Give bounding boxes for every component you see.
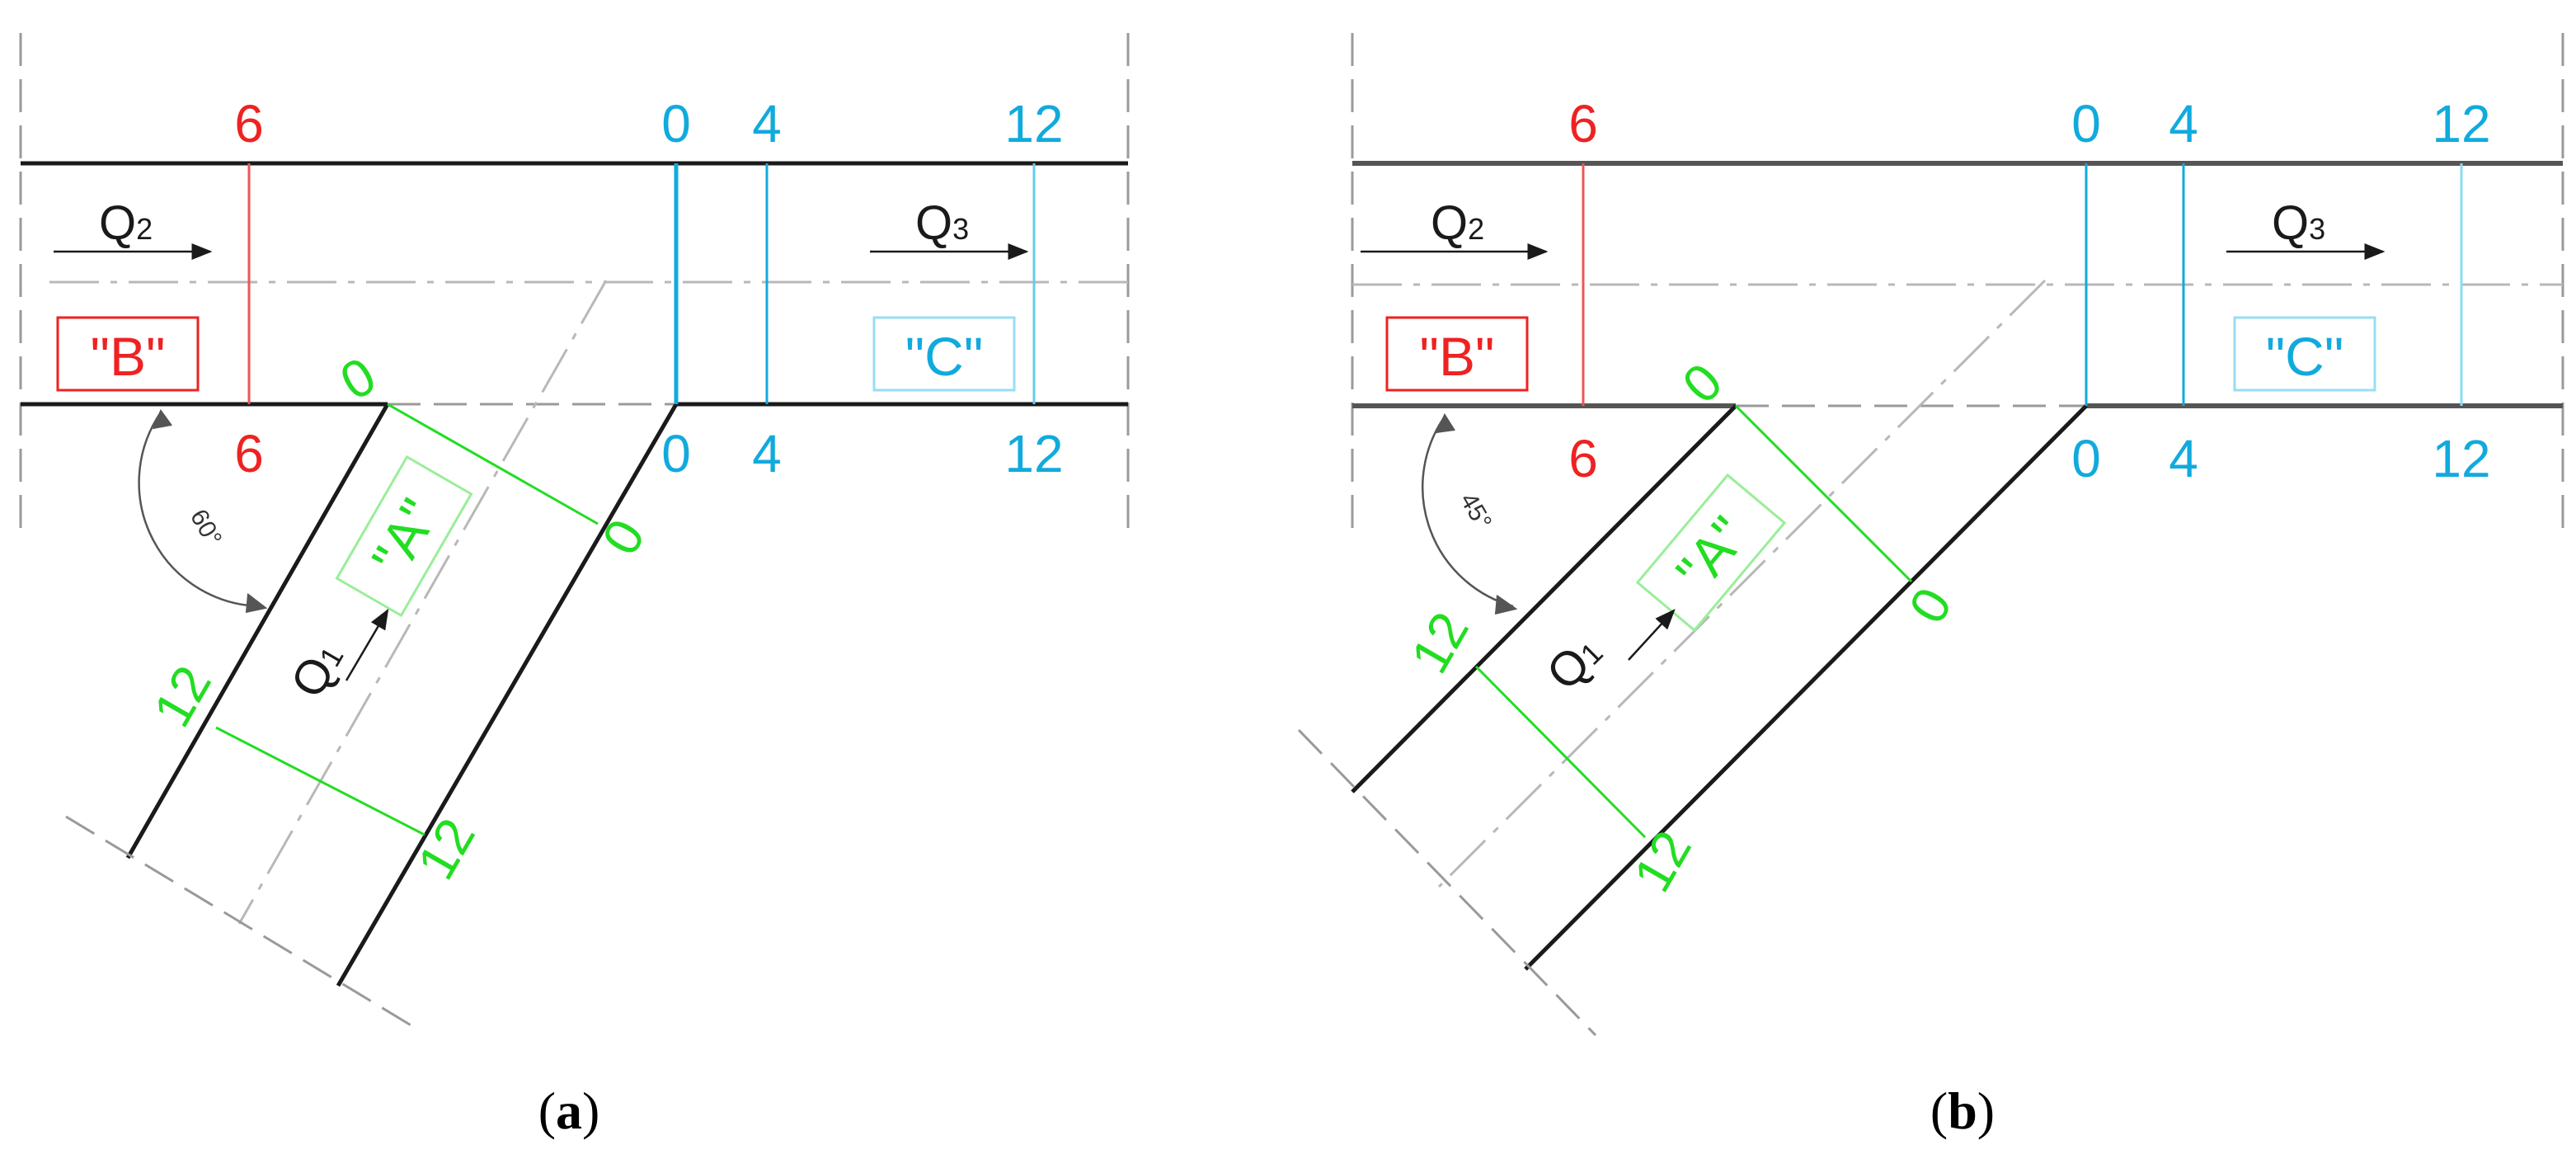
panel-a-label-B: "B" [91, 326, 166, 387]
panel-b-branch-centerline [1437, 279, 2047, 888]
panel-b-angle-label: 45° [1455, 488, 1497, 535]
panel-b-label-A-box [1635, 473, 1787, 633]
panel-a-label-C-box [872, 316, 1016, 392]
panel-a-flow-Q2-label: Q2 [99, 196, 153, 250]
panel-b-label-C-box [2233, 316, 2376, 392]
panel-b-section-6-bottom-label: 6 [1568, 429, 1598, 488]
panel-a-branch-section-0-end-label: 0 [590, 510, 656, 565]
panel-a-flow-Q1-arrow [345, 608, 389, 681]
panel-a-branch-section-12-start-label: 12 [142, 656, 223, 737]
panel-b-branch-section-12-line [1474, 665, 1647, 839]
panel-a-section-6-bottom-label: 6 [234, 424, 264, 483]
panel-b-angle-arrow-top [1436, 412, 1455, 434]
panel-b-branch-section-0-line [1734, 404, 1913, 583]
panel-a-label-A-group: "A" [335, 455, 473, 618]
panel-b-flow-Q1-label: Q1 [1536, 624, 1612, 700]
panel-b-branch-upstream-wall [1351, 404, 1737, 794]
panel-b-angle-arrow-bottom [1494, 595, 1518, 615]
panel-b-section-4-top-label: 4 [2169, 94, 2198, 153]
panel-a-branch-upstream-wall [125, 403, 390, 860]
panel-a-branch-section-0-start-label: 0 [331, 346, 386, 412]
panel-b-section-4-bottom-label: 4 [2169, 429, 2198, 488]
panel-b-flow-Q3-label: Q3 [2272, 196, 2325, 250]
panel-a-label-A-box [335, 455, 473, 618]
panel-a-section-6-top-label: 6 [234, 94, 264, 153]
panel-a-branch-section-12-end-label: 12 [406, 808, 487, 889]
panel-b-section-12-top-label: 12 [2432, 94, 2490, 153]
panel-a-label-A: "A" [360, 489, 450, 585]
panel-a-flow-Q1-label: Q1 [280, 634, 354, 707]
panel-b-angle-arc [1422, 416, 1514, 608]
panel-a-angle-arc [138, 412, 265, 608]
panel-a-angle-label: 60° [185, 505, 227, 551]
panel-a-angle-arrow-bottom [245, 593, 268, 613]
panel-b-branch-section-0-end-label: 0 [1897, 578, 1963, 634]
panel-a-section-4-bottom-label: 4 [752, 424, 782, 483]
panel-a-label-B-box [56, 316, 200, 392]
panel-b-branch-downstream-wall [1524, 404, 2088, 971]
panel-b-flow-Q1-arrow [1628, 609, 1676, 661]
panel-a-section-12-bottom-label: 12 [1004, 424, 1063, 483]
panel-b: 45° 6 6 0 4 12 0 4 12 0 0 12 12 "B" "C" … [1297, 33, 2564, 1140]
panel-a-section-0-top-label: 0 [661, 94, 691, 153]
panel-b-branch-section-12-end-label: 12 [1622, 821, 1703, 902]
panel-a-label-C: "C" [905, 326, 984, 387]
panel-a-branch-section-12-line [215, 726, 425, 836]
panel-b-section-6-top-label: 6 [1568, 94, 1598, 153]
panel-b-section-0-bottom-label: 0 [2071, 429, 2101, 488]
panel-b-caption: (b) [1930, 1081, 1995, 1140]
panel-a: 60° 6 6 0 4 12 0 4 12 0 0 12 12 "B" "C" … [19, 33, 1130, 1140]
panel-b-branch-inlet-boundary [1297, 728, 1597, 1037]
panel-b-label-A: "A" [1664, 505, 1759, 601]
panel-b-label-A-group: "A" [1635, 473, 1787, 633]
panel-a-branch-centerline [237, 280, 608, 925]
panel-b-label-C: "C" [2266, 326, 2344, 387]
panel-b-flow-Q2-label: Q2 [1431, 196, 1484, 250]
panel-b-label-B-box [1385, 316, 1529, 392]
panel-b-section-12-bottom-label: 12 [2432, 429, 2490, 488]
panel-a-section-4-top-label: 4 [752, 94, 782, 153]
panel-b-branch-section-12-start-label: 12 [1399, 602, 1480, 683]
panel-a-branch-section-0-line [387, 403, 599, 525]
panel-a-branch-inlet-boundary [65, 815, 421, 1033]
panel-b-label-B: "B" [1420, 326, 1495, 387]
panel-a-flow-Q3-label: Q3 [915, 196, 969, 250]
panel-a-section-0-bottom-label: 0 [661, 424, 691, 483]
panel-b-section-0-top-label: 0 [2071, 94, 2101, 153]
panel-a-angle-arrow-top [153, 408, 172, 430]
panel-a-branch-downstream-wall [336, 403, 679, 987]
panel-a-section-12-top-label: 12 [1004, 94, 1063, 153]
panel-a-caption: (a) [538, 1081, 600, 1140]
